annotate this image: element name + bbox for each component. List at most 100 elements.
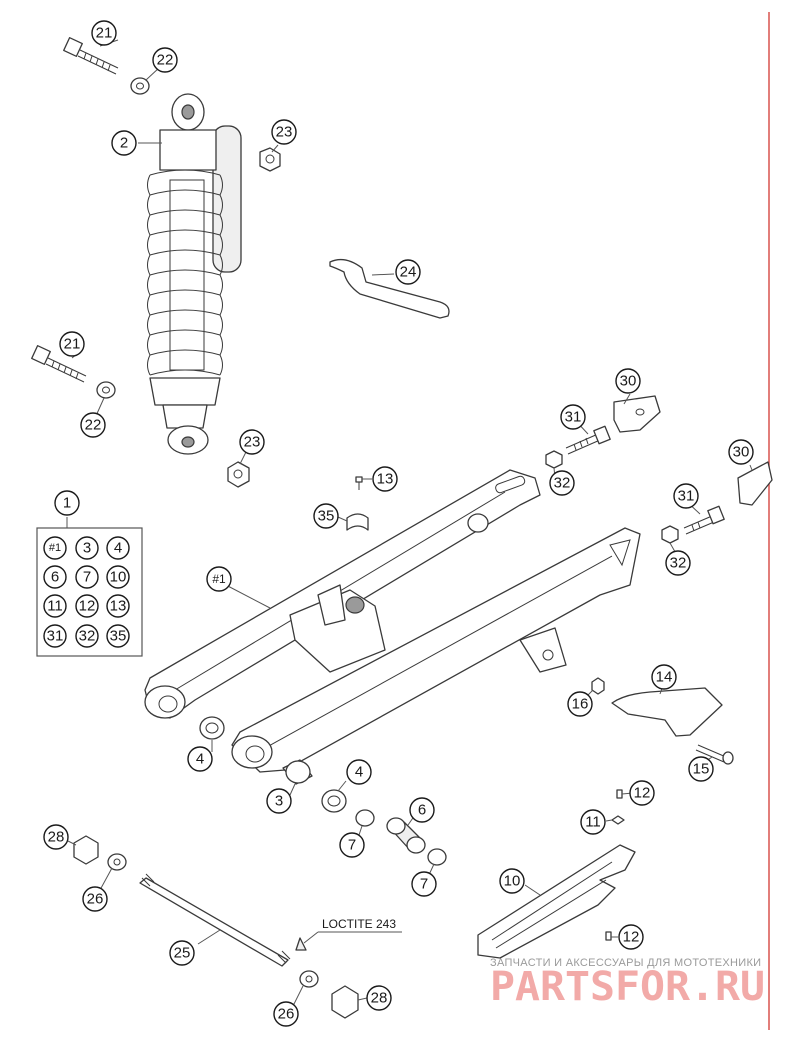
watermark-brand: PARTSFOR.RU <box>490 964 765 1010</box>
bolt-31-upper <box>565 425 611 455</box>
bushing-3 <box>282 759 313 785</box>
svg-text:3: 3 <box>83 540 91 557</box>
screw-13 <box>355 476 363 490</box>
svg-text:11: 11 <box>47 598 63 615</box>
callout-21-left: 21 <box>59 331 85 357</box>
svg-text:10: 10 <box>110 569 127 586</box>
callout-7-left: 7 <box>339 832 365 858</box>
callout-25: 25 <box>169 940 195 966</box>
watermark-tagline: ЗАПЧАСТИ И АКСЕССУАРЫ ДЛЯ МОТОТЕХНИКИ <box>490 957 761 969</box>
clip-35 <box>346 513 369 531</box>
callout-11: 11 <box>580 809 606 835</box>
shock-absorber <box>147 93 242 455</box>
callout-31-upper: 31 <box>560 404 586 430</box>
svg-text:26: 26 <box>278 1006 295 1023</box>
kit-item-11: 11 <box>43 594 67 618</box>
svg-text:13: 13 <box>110 598 127 615</box>
callout-32-lower: 32 <box>665 550 691 576</box>
svg-text:28: 28 <box>48 829 65 846</box>
callout-12-upper: 12 <box>629 780 655 806</box>
svg-text:25: 25 <box>174 945 191 962</box>
callout-7-right: 7 <box>411 871 437 897</box>
svg-text:30: 30 <box>620 373 637 390</box>
svg-text:15: 15 <box>693 761 710 778</box>
svg-text:14: 14 <box>656 669 673 686</box>
washer-22-top <box>130 77 150 95</box>
callout-10: 10 <box>499 868 525 894</box>
svg-text:21: 21 <box>96 25 113 42</box>
callout-32-upper: 32 <box>549 470 575 496</box>
block-30-lower <box>737 461 773 506</box>
callout-14: 14 <box>651 664 677 690</box>
hook-wrench-24 <box>329 258 450 319</box>
o-ring-7-right <box>427 848 447 866</box>
svg-text:16: 16 <box>572 696 589 713</box>
svg-text:4: 4 <box>114 540 122 557</box>
svg-text:3: 3 <box>275 793 283 810</box>
callout-2: 2 <box>111 130 137 156</box>
washer-26-left <box>107 853 127 871</box>
svg-text:32: 32 <box>79 628 96 645</box>
rivet-12-upper <box>616 789 623 799</box>
nut-28-right <box>331 985 359 1019</box>
svg-text:4: 4 <box>196 751 204 768</box>
callout-22-top: 22 <box>152 47 178 73</box>
kit-contents-box <box>36 527 143 657</box>
block-30-upper <box>613 395 661 433</box>
callout-28-right: 28 <box>366 985 392 1011</box>
svg-text:23: 23 <box>244 434 261 451</box>
svg-text:11: 11 <box>585 814 601 831</box>
callout-15: 15 <box>688 756 714 782</box>
svg-text:1: 1 <box>63 495 71 512</box>
svg-text:2: 2 <box>120 135 128 152</box>
svg-text:#1: #1 <box>212 572 226 586</box>
kit-item-13: 13 <box>106 594 130 618</box>
bearing-4-upper <box>199 716 225 740</box>
o-ring-7-left <box>355 809 375 827</box>
callout-24: 24 <box>395 259 421 285</box>
svg-text:35: 35 <box>110 628 127 645</box>
callout-30-lower: 30 <box>728 439 754 465</box>
nut-32-upper <box>545 450 563 469</box>
washer-22-left <box>96 381 116 399</box>
kit-item-32: 32 <box>75 624 99 648</box>
callout-30-upper: 30 <box>615 368 641 394</box>
callout-26-right: 26 <box>273 1001 299 1027</box>
callout-21-top: 21 <box>91 20 117 46</box>
svg-text:7: 7 <box>83 569 91 586</box>
nut-28-left <box>73 835 99 865</box>
callout-12-lower: 12 <box>618 924 644 950</box>
washer-26-right <box>299 970 319 988</box>
callout-3: 3 <box>266 788 292 814</box>
kit-item-31: 31 <box>43 624 67 648</box>
rivet-12-lower <box>605 931 612 941</box>
bolt-15 <box>695 744 734 765</box>
chain-slider-10 <box>477 844 636 959</box>
callout-28-left: 28 <box>43 824 69 850</box>
svg-text:12: 12 <box>634 785 651 802</box>
nut-32-lower <box>661 525 679 544</box>
callout-1: 1 <box>54 490 80 516</box>
kit-item-10: 10 <box>106 565 130 589</box>
svg-text:6: 6 <box>418 802 426 819</box>
svg-text:23: 23 <box>276 124 293 141</box>
nut-16 <box>591 677 605 695</box>
svg-text:6: 6 <box>51 569 59 586</box>
kit-item-12: 12 <box>75 594 99 618</box>
svg-text:35: 35 <box>318 508 335 525</box>
svg-text:4: 4 <box>355 764 363 781</box>
kit-item-hash1: #1 <box>43 536 67 560</box>
kit-item-4: 4 <box>106 536 130 560</box>
callout-22-left: 22 <box>80 412 106 438</box>
svg-text:32: 32 <box>554 475 571 492</box>
callout-6: 6 <box>409 797 435 823</box>
svg-text:31: 31 <box>565 409 582 426</box>
rivet-11 <box>611 815 625 825</box>
callout-16: 16 <box>567 691 593 717</box>
svg-text:22: 22 <box>157 52 174 69</box>
svg-text:28: 28 <box>371 990 388 1007</box>
callout-23-lower: 23 <box>239 429 265 455</box>
svg-text:24: 24 <box>400 264 417 281</box>
svg-text:10: 10 <box>504 873 521 890</box>
